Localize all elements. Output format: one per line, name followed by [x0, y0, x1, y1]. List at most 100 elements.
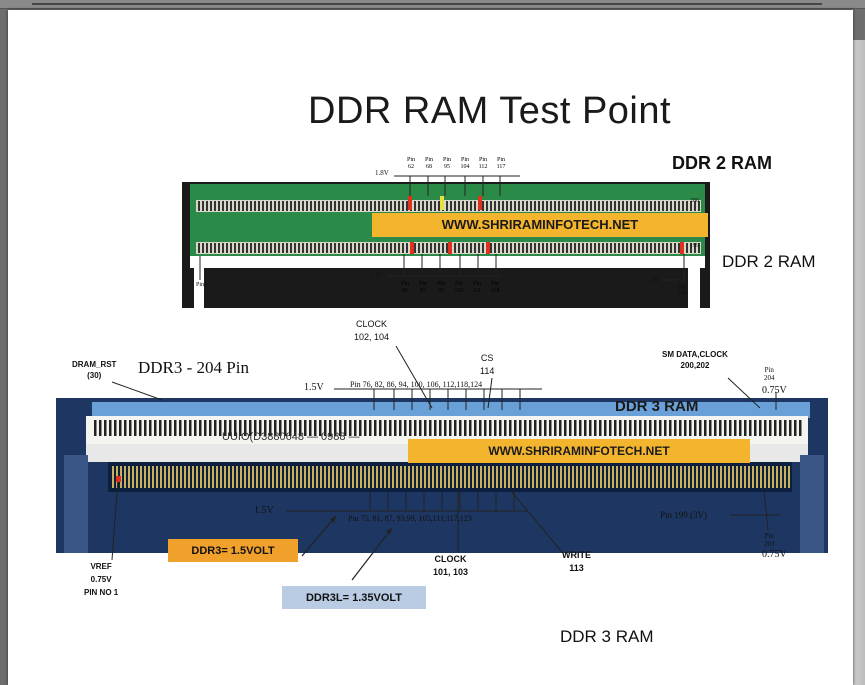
- connector-pin: [704, 466, 706, 488]
- connector-pin: [780, 466, 782, 488]
- connector-pin: [316, 466, 318, 488]
- connector-pin: [342, 201, 344, 211]
- connector-pin: [616, 466, 618, 488]
- connector-pin: [270, 201, 272, 211]
- connector-pin: [584, 420, 587, 436]
- ddr2-pin-list-bottom: Pin 81Pin 87Pin 95Pin 103Pin 111Pin 118: [396, 281, 504, 295]
- connector-pin: [666, 201, 668, 211]
- connector-pin: [492, 466, 494, 488]
- v075-right-label: 0.75V: [762, 385, 787, 396]
- connector-pin: [334, 201, 336, 211]
- connector-pin: [222, 201, 224, 211]
- connector-pin: [268, 466, 270, 488]
- connector-pin: [566, 243, 568, 253]
- ddr2-pin199-edge: 199: [690, 243, 699, 249]
- ddr2-pin-label: Pin 95: [442, 157, 451, 170]
- connector-pin: [634, 201, 636, 211]
- connector-pin: [134, 420, 137, 436]
- connector-pin: [282, 201, 284, 211]
- connector-pin: [184, 466, 186, 488]
- connector-pin: [588, 466, 590, 488]
- connector-pin: [554, 420, 557, 436]
- connector-pin: [522, 201, 524, 211]
- connector-pin: [342, 243, 344, 253]
- connector-pin: [384, 420, 387, 436]
- connector-pin: [344, 466, 346, 488]
- connector-pin: [709, 420, 712, 436]
- connector-pin: [272, 466, 274, 488]
- connector-pin: [390, 201, 392, 211]
- connector-pin: [532, 466, 534, 488]
- connector-pin: [246, 201, 248, 211]
- connector-pin: [214, 201, 216, 211]
- connector-pin: [332, 466, 334, 488]
- connector-pin: [198, 201, 200, 211]
- connector-pin: [650, 243, 652, 253]
- connector-pin: [424, 420, 427, 436]
- connector-pin: [619, 420, 622, 436]
- connector-pin: [734, 420, 737, 436]
- connector-pin: [500, 466, 502, 488]
- connector-pin: [728, 466, 730, 488]
- connector-pin: [238, 243, 240, 253]
- connector-pin: [279, 420, 282, 436]
- connector-pin: [514, 201, 516, 211]
- connector-pin: [669, 420, 672, 436]
- connector-pin: [250, 201, 252, 211]
- connector-pin: [479, 420, 482, 436]
- connector-pin: [354, 201, 356, 211]
- connector-pin: [499, 420, 502, 436]
- connector-pin: [756, 466, 758, 488]
- connector-pin: [340, 466, 342, 488]
- connector-pin: [554, 243, 556, 253]
- connector-pin: [224, 420, 227, 436]
- connector-pin: [389, 420, 392, 436]
- connector-pin: [294, 201, 296, 211]
- connector-pin: [704, 420, 707, 436]
- connector-pin: [169, 420, 172, 436]
- connector-pin: [720, 466, 722, 488]
- connector-pin: [302, 201, 304, 211]
- connector-pin: [254, 420, 257, 436]
- connector-pin: [382, 201, 384, 211]
- connector-pin: [294, 420, 297, 436]
- connector-pin: [694, 420, 697, 436]
- connector-pin: [648, 466, 650, 488]
- ddr3-slot-pins: [94, 420, 802, 436]
- connector-pin: [606, 201, 608, 211]
- connector-pin: [708, 466, 710, 488]
- connector-pin: [488, 466, 490, 488]
- connector-pin: [372, 466, 374, 488]
- connector-pin: [324, 420, 327, 436]
- connector-pin: [360, 466, 362, 488]
- connector-pin: [690, 201, 692, 211]
- connector-pin: [642, 201, 644, 211]
- connector-pin: [504, 466, 506, 488]
- connector-pin: [172, 466, 174, 488]
- connector-pin: [434, 420, 437, 436]
- connector-pin: [594, 420, 597, 436]
- connector-pin: [628, 466, 630, 488]
- connector-pin: [489, 420, 492, 436]
- connector-pin: [329, 420, 332, 436]
- connector-pin: [474, 420, 477, 436]
- connector-pin: [582, 201, 584, 211]
- connector-pin: [374, 420, 377, 436]
- connector-pin: [210, 201, 212, 211]
- connector-pin: [232, 466, 234, 488]
- ddr2-voltage-top: 1.8V: [375, 169, 389, 177]
- connector-pin: [564, 466, 566, 488]
- connector-pin: [769, 420, 772, 436]
- connector-pin: [254, 243, 256, 253]
- connector-pin: [406, 243, 408, 253]
- connector-pin: [139, 420, 142, 436]
- connector-pin: [490, 201, 492, 211]
- connector-pin: [359, 420, 362, 436]
- ddr2-testpoint-mark: [448, 242, 452, 254]
- connector-pin: [362, 243, 364, 253]
- connector-pin: [402, 243, 404, 253]
- ddr3-pin-list-top: Pin 76, 82, 86, 94, 100, 106, 112,118,12…: [350, 380, 483, 389]
- connector-pin: [776, 466, 778, 488]
- connector-pin: [179, 420, 182, 436]
- connector-pin: [558, 201, 560, 211]
